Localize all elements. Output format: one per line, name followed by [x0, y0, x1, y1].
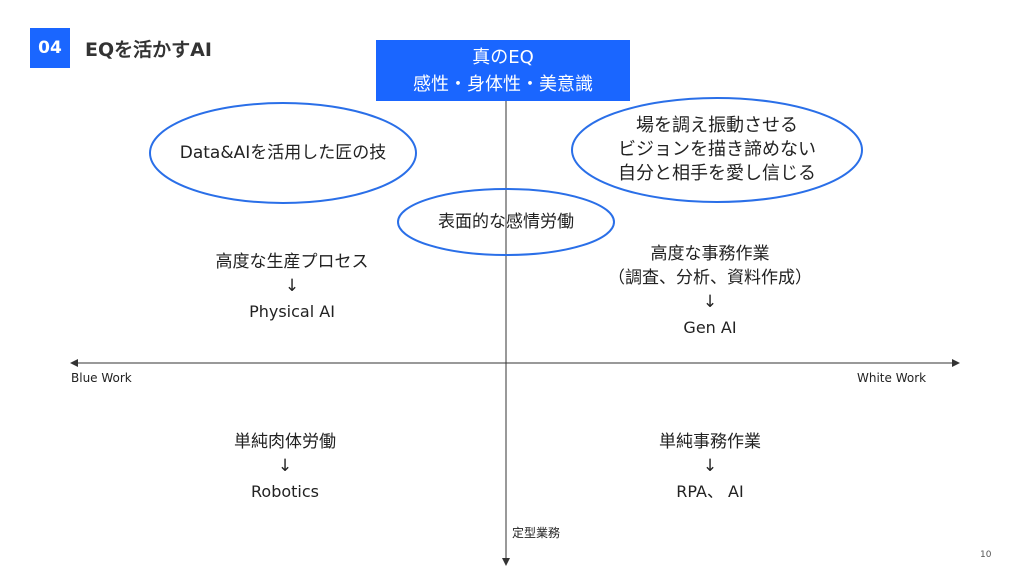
- right-arrow-icon: [952, 359, 960, 367]
- axis-label-bottom: 定型業務: [512, 526, 561, 540]
- right-line-2: ビジョンを描き諦めない: [618, 139, 816, 160]
- tl-ai: Physical AI: [249, 302, 335, 321]
- quadrant-bottom-left: 単純肉体労働 ↓ Robotics: [234, 430, 336, 504]
- tl-arrow: ↓: [284, 276, 300, 296]
- tr-arrow: ↓: [702, 292, 718, 312]
- ellipse-left-text: Data&AIを活用した匠の技: [179, 143, 387, 163]
- bl-title: 単純肉体労働: [234, 432, 336, 452]
- ellipse-center: [397, 188, 615, 256]
- br-arrow: ↓: [702, 456, 718, 476]
- tl-title: 高度な生産プロセス: [215, 252, 369, 272]
- tr-title: 高度な事務作業: [650, 244, 770, 264]
- br-ai: RPA、 AI: [676, 482, 744, 501]
- bl-ai: Robotics: [251, 482, 319, 501]
- ellipse-center-text: 表面的な感情労働: [438, 212, 574, 232]
- right-line-1: 場を調え振動させる: [636, 115, 798, 136]
- page-title: EQを活かすAI: [85, 39, 212, 61]
- quadrant-bottom-right: 単純事務作業 ↓ RPA、 AI: [659, 430, 761, 504]
- true-eq-line1: 真のEQ: [472, 47, 534, 68]
- page-number: 10: [980, 550, 992, 560]
- section-badge: 04: [30, 28, 70, 68]
- true-eq-box: 真のEQ 感性・身体性・美意識: [376, 40, 630, 101]
- quadrant-top-right: 高度な事務作業 （調査、分析、資料作成） ↓ Gen AI: [608, 242, 812, 340]
- right-line-3: 自分と相手を愛し信じる: [618, 163, 816, 184]
- br-title: 単純事務作業: [659, 432, 761, 452]
- ellipse-right-text: 場を調え振動させる ビジョンを描き諦めない 自分と相手を愛し信じる: [618, 114, 816, 186]
- tr-sub: （調査、分析、資料作成）: [608, 268, 812, 288]
- ellipse-right: [571, 97, 863, 203]
- left-arrow-icon: [70, 359, 78, 367]
- tr-ai: Gen AI: [683, 318, 737, 337]
- true-eq-line2: 感性・身体性・美意識: [413, 74, 593, 95]
- bl-arrow: ↓: [277, 456, 293, 476]
- ellipse-left: [149, 102, 417, 204]
- quadrant-top-left: 高度な生産プロセス ↓ Physical AI: [216, 250, 369, 324]
- axis-label-left: Blue Work: [71, 371, 132, 385]
- axis-label-right: White Work: [857, 371, 927, 385]
- down-arrow-icon: [502, 558, 510, 566]
